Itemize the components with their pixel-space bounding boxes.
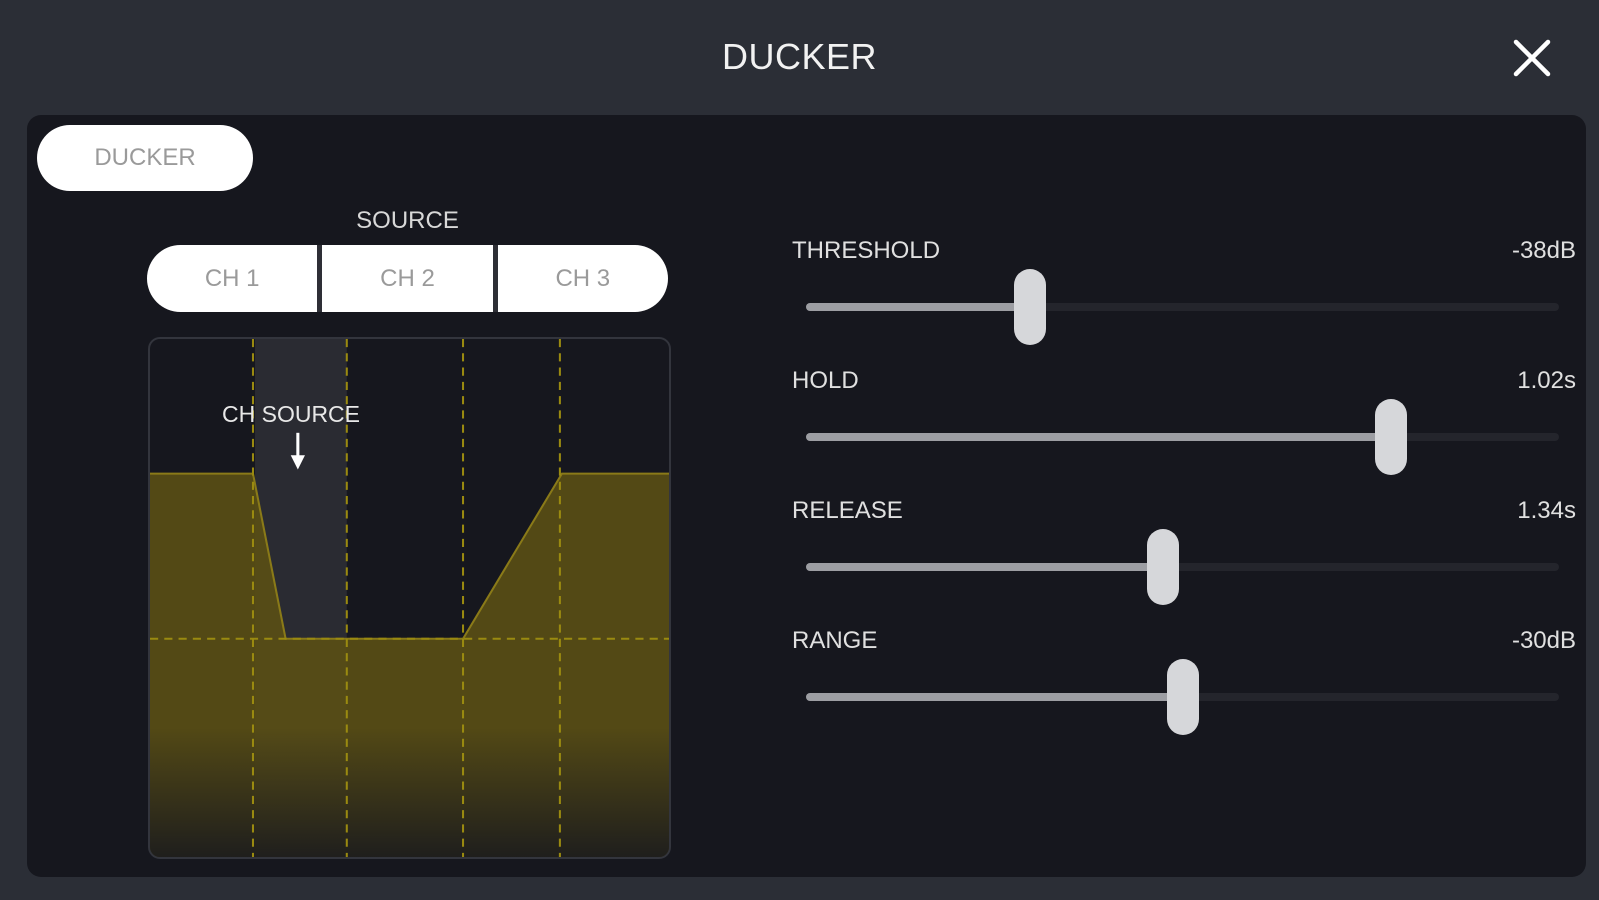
slider-label: RELEASE — [792, 497, 903, 524]
ducker-graph: CH SOURCE — [148, 337, 671, 859]
slider-track[interactable] — [806, 529, 1559, 605]
source-option-ch1[interactable]: CH 1 — [147, 245, 323, 312]
slider-thumb[interactable] — [1014, 269, 1047, 345]
source-label: SOURCE — [356, 207, 459, 234]
slider-value: 1.34s — [1517, 497, 1576, 524]
source-option-ch2[interactable]: CH 2 — [322, 245, 498, 312]
slider-value: 1.02s — [1517, 367, 1576, 394]
grid-lines — [150, 339, 669, 857]
slider-thumb[interactable] — [1167, 659, 1200, 735]
slider-label: HOLD — [792, 367, 859, 394]
tab-ducker[interactable]: DUCKER — [37, 125, 253, 191]
slider-fill — [806, 563, 1163, 571]
slider-hold: HOLD 1.02s — [792, 367, 1576, 497]
slider-range: RANGE -30dB — [792, 627, 1576, 757]
arrow-down-icon — [290, 432, 305, 470]
source-selector: CH 1 CH 2 CH 3 — [147, 245, 668, 312]
slider-fill — [806, 433, 1392, 441]
source-option-ch3[interactable]: CH 3 — [555, 264, 611, 292]
slider-threshold: THRESHOLD -38dB — [792, 237, 1576, 367]
slider-fill — [806, 303, 1031, 311]
ducker-panel: DUCKER SOURCE CH 1 CH 2 CH 3 — [27, 115, 1586, 877]
dialog-title: DUCKER — [721, 36, 877, 77]
slider-track[interactable] — [806, 269, 1559, 345]
slider-label: RANGE — [792, 627, 878, 654]
slider-track[interactable] — [806, 659, 1559, 735]
slider-track[interactable] — [806, 399, 1559, 475]
slider-fill — [806, 693, 1184, 701]
slider-label: THRESHOLD — [792, 237, 941, 264]
ch-source-annotation: CH SOURCE — [222, 401, 361, 427]
slider-value: -30dB — [1511, 627, 1576, 654]
slider-thumb[interactable] — [1375, 399, 1408, 475]
slider-value: -38dB — [1511, 237, 1576, 264]
ducker-envelope — [150, 339, 669, 857]
close-button[interactable] — [1512, 38, 1552, 78]
slider-thumb[interactable] — [1146, 529, 1179, 605]
close-icon — [1513, 39, 1551, 77]
slider-release: RELEASE 1.34s — [792, 497, 1576, 627]
